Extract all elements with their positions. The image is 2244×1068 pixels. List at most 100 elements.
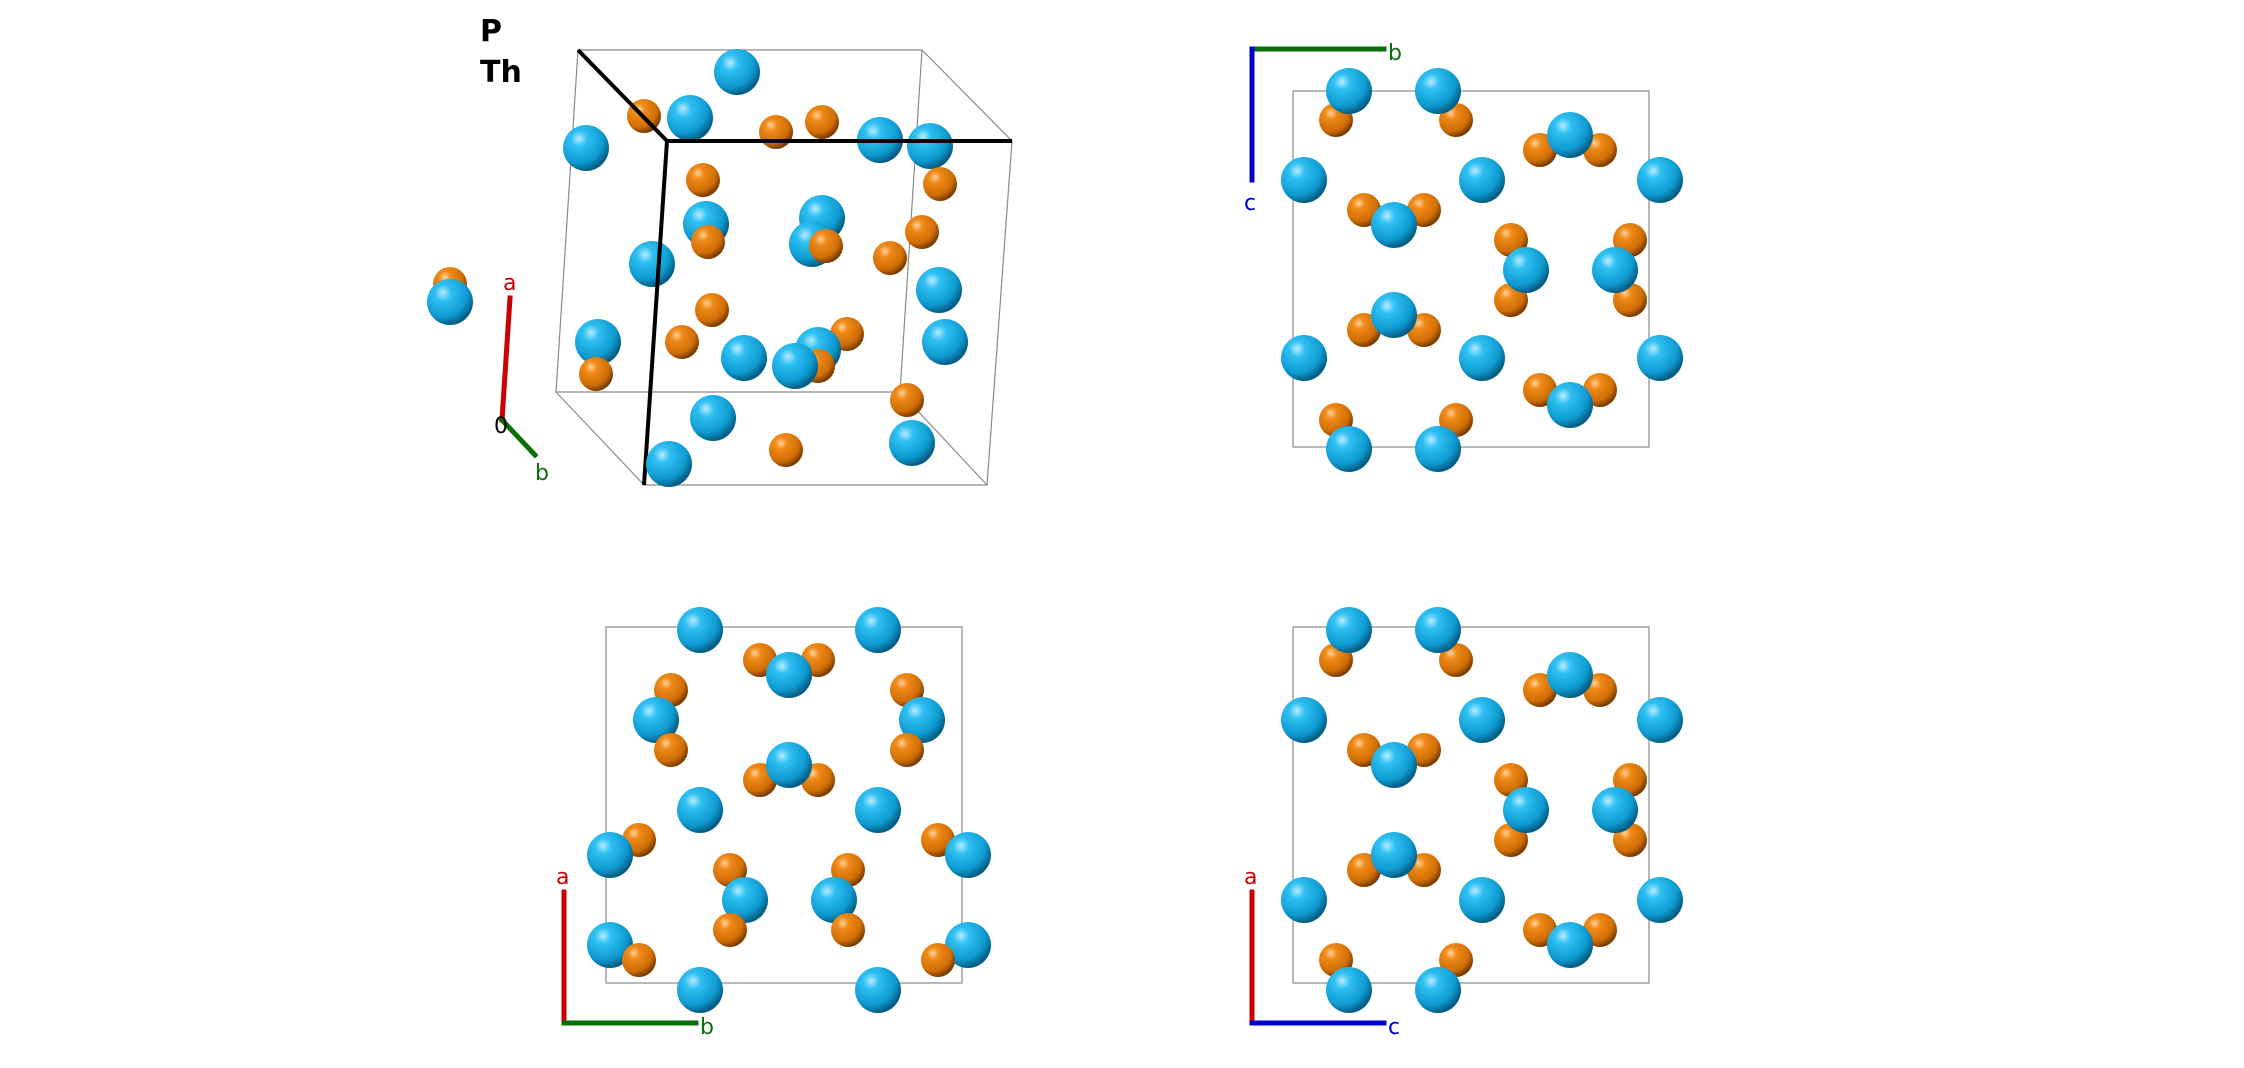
p-atom — [665, 325, 699, 359]
th-atom — [922, 319, 968, 365]
ac-atoms — [1281, 607, 1683, 1013]
bc-axis-indicator: b c — [1244, 41, 1402, 216]
legend-th-label: Th — [480, 55, 522, 90]
th-atom — [629, 241, 675, 287]
th-atom — [1459, 697, 1505, 743]
th-atom — [855, 787, 901, 833]
axis-a-label: a — [503, 271, 516, 296]
bc-projection-panel: b c — [1244, 41, 1683, 472]
axis-b-label: b — [535, 461, 549, 486]
axis-b-label: b — [1388, 41, 1402, 66]
th-atom — [1637, 877, 1683, 923]
th-atom — [1281, 877, 1327, 923]
th-atom — [1326, 967, 1372, 1013]
bc-atoms — [1281, 68, 1683, 472]
p-atom — [873, 241, 907, 275]
th-atom — [1547, 382, 1593, 428]
th-atom — [587, 832, 633, 878]
th-atom — [575, 319, 621, 365]
th-atom — [1371, 742, 1417, 788]
th-atom — [587, 922, 633, 968]
th-atom — [1459, 335, 1505, 381]
th-atom — [772, 343, 818, 389]
p-atom — [831, 913, 865, 947]
p-atom — [686, 163, 720, 197]
th-atom — [721, 335, 767, 381]
th-atom — [667, 95, 713, 141]
th-atom — [722, 877, 768, 923]
p-atom — [923, 167, 957, 201]
th-atom — [916, 267, 962, 313]
axis-c-label: c — [1388, 1015, 1400, 1040]
p-atom — [905, 215, 939, 249]
th-atom — [855, 967, 901, 1013]
p-atom — [921, 943, 955, 977]
th-atom — [907, 123, 953, 169]
ab-atoms — [587, 607, 991, 1013]
perspective-cell-axes — [576, 48, 1012, 486]
p-atom — [890, 383, 924, 417]
th-atom — [1415, 68, 1461, 114]
th-atom — [1637, 157, 1683, 203]
th-atom — [766, 742, 812, 788]
perspective-front-atoms — [646, 441, 692, 487]
th-atom — [1547, 112, 1593, 158]
p-atom — [805, 105, 839, 139]
p-atom — [622, 943, 656, 977]
axis-a-label: a — [556, 865, 569, 890]
p-atom — [1439, 643, 1473, 677]
p-atom — [713, 913, 747, 947]
element-legend: P Th — [480, 14, 522, 90]
perspective-axis-indicator: 0 a b — [494, 271, 549, 486]
unit-cell-outline — [605, 626, 963, 984]
perspective-view-panel: 0 a b — [427, 48, 1013, 487]
ac-projection-panel: a c — [1244, 607, 1683, 1040]
th-atom — [1637, 697, 1683, 743]
th-atom — [646, 441, 692, 487]
th-atom — [1592, 247, 1638, 293]
th-atom — [633, 697, 679, 743]
th-atom — [945, 922, 991, 968]
th-atom — [1547, 652, 1593, 698]
p-atom — [809, 229, 843, 263]
th-atom — [1459, 157, 1505, 203]
th-atom — [855, 607, 901, 653]
th-atom — [945, 832, 991, 878]
th-atom — [889, 420, 935, 466]
th-atom — [1415, 967, 1461, 1013]
th-atom — [1415, 426, 1461, 472]
th-atom — [677, 607, 723, 653]
th-atom — [1281, 157, 1327, 203]
th-atom — [1592, 787, 1638, 833]
legend-p-label: P — [480, 14, 502, 49]
th-atom — [1547, 922, 1593, 968]
th-atom — [1415, 607, 1461, 653]
th-atom — [1637, 335, 1683, 381]
axis-b-label: b — [700, 1015, 714, 1040]
th-atom — [1281, 697, 1327, 743]
axis-c-label: c — [1244, 191, 1256, 216]
th-atom — [1326, 68, 1372, 114]
ab-axis-indicator: a b — [556, 865, 714, 1040]
p-atom — [769, 433, 803, 467]
th-atom — [899, 697, 945, 743]
th-atom — [677, 787, 723, 833]
unit-cell-outline — [1292, 90, 1650, 448]
p-atom — [695, 293, 729, 327]
p-atom — [890, 733, 924, 767]
th-atom — [1503, 247, 1549, 293]
ac-axis-indicator: a c — [1244, 865, 1400, 1040]
th-atom — [1459, 877, 1505, 923]
p-atom — [579, 357, 613, 391]
unit-cell-outline — [1292, 626, 1650, 984]
th-atom — [690, 395, 736, 441]
th-atom — [1503, 787, 1549, 833]
p-atom — [759, 115, 793, 149]
axis-a-line — [499, 295, 513, 423]
perspective-atoms — [427, 49, 968, 467]
axis-a-label: a — [1244, 865, 1257, 890]
th-atom — [563, 125, 609, 171]
p-atom — [691, 225, 725, 259]
th-atom — [811, 877, 857, 923]
th-atom — [1326, 426, 1372, 472]
